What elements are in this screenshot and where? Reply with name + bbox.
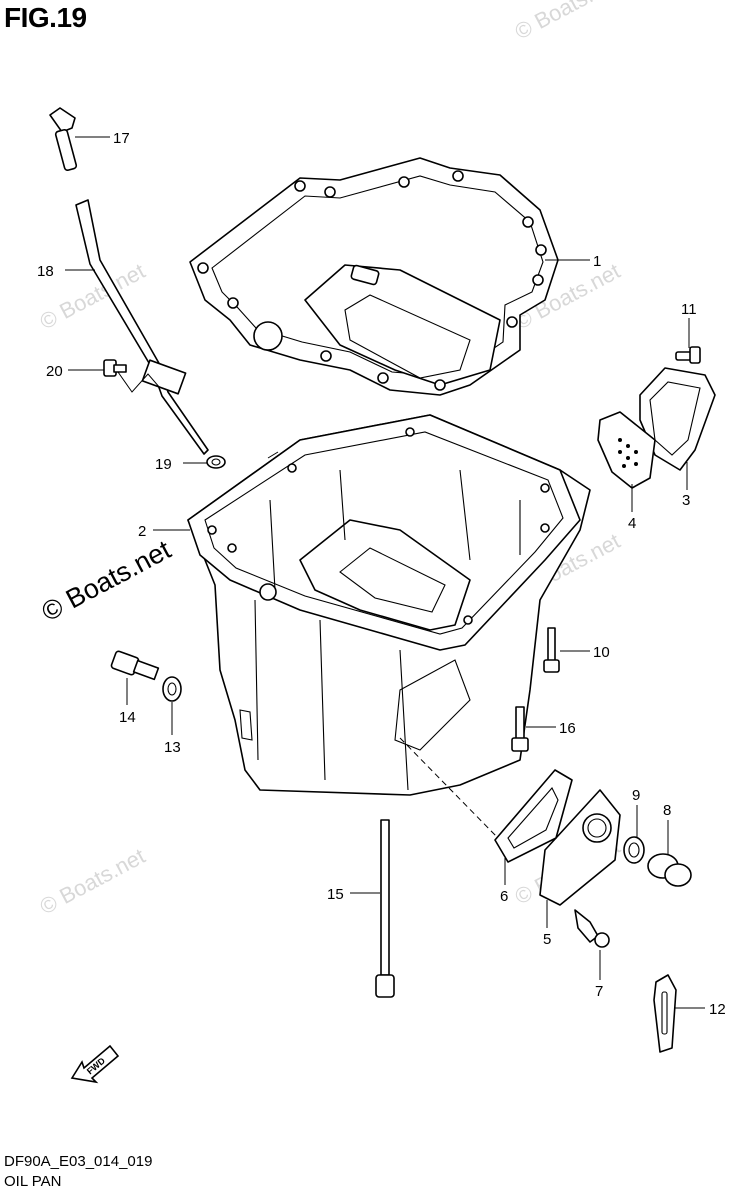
callout-3: 3 bbox=[682, 492, 690, 509]
assembly-line bbox=[399, 737, 499, 839]
callout-18: 18 bbox=[37, 263, 54, 280]
callout-19: 19 bbox=[155, 456, 172, 473]
callout-11: 11 bbox=[681, 301, 697, 318]
callout-7: 7 bbox=[595, 983, 603, 1000]
callout-5: 5 bbox=[543, 931, 551, 948]
part-9-washer bbox=[623, 836, 645, 864]
part-5-cover bbox=[539, 789, 621, 906]
figure-title: FIG.19 bbox=[4, 2, 87, 33]
callout-12: 12 bbox=[709, 1001, 726, 1018]
leader-lines bbox=[65, 136, 705, 1009]
part-18-dipstick-tube bbox=[75, 199, 209, 455]
watermark-left-lower: © Boats.net bbox=[36, 843, 150, 919]
callout-10: 10 bbox=[593, 644, 610, 661]
part-10-bolt bbox=[543, 627, 560, 673]
part-20-bolt bbox=[103, 359, 127, 377]
part-1-gasket bbox=[189, 157, 559, 396]
part-14-bolt bbox=[110, 650, 160, 681]
callout-1: 1 bbox=[593, 253, 601, 270]
callout-16: 16 bbox=[559, 720, 576, 737]
callouts: 1 2 3 4 5 6 7 8 9 10 11 12 13 14 15 16 1… bbox=[37, 130, 726, 1018]
part-4-strainer-gasket bbox=[597, 411, 656, 489]
callout-6: 6 bbox=[500, 888, 508, 905]
callout-17: 17 bbox=[113, 130, 130, 147]
part-15-long-bolt bbox=[375, 819, 395, 998]
part-17-dipstick-handle bbox=[49, 107, 78, 171]
callout-20: 20 bbox=[46, 363, 63, 380]
watermark-top-right: © Boats.net bbox=[511, 0, 625, 44]
part-19-o-ring bbox=[206, 455, 226, 469]
callout-15: 15 bbox=[327, 886, 344, 903]
callout-2: 2 bbox=[138, 523, 146, 540]
callout-4: 4 bbox=[628, 515, 636, 532]
part-6-cover-gasket bbox=[494, 769, 573, 863]
callout-9: 9 bbox=[632, 787, 640, 804]
forward-arrow-icon: FWD bbox=[70, 1044, 120, 1084]
callout-8: 8 bbox=[663, 802, 671, 819]
assembly-zigzag-20 bbox=[117, 371, 161, 393]
watermark-center-dark: © Boats.net bbox=[37, 534, 176, 627]
part-2-oil-pan bbox=[187, 414, 591, 796]
part-11-bolt bbox=[675, 346, 701, 364]
part-8-drain-plug bbox=[647, 853, 692, 887]
callout-13: 13 bbox=[164, 739, 181, 756]
part-16-bolt bbox=[511, 706, 529, 752]
callout-14: 14 bbox=[119, 709, 136, 726]
part-7-bolt bbox=[574, 909, 610, 948]
part-12-clamp bbox=[653, 974, 677, 1053]
diagram-name: OIL PAN bbox=[4, 1173, 62, 1190]
part-13-washer bbox=[162, 676, 182, 702]
diagram-code: DF90A_E03_014_019 bbox=[4, 1153, 153, 1170]
